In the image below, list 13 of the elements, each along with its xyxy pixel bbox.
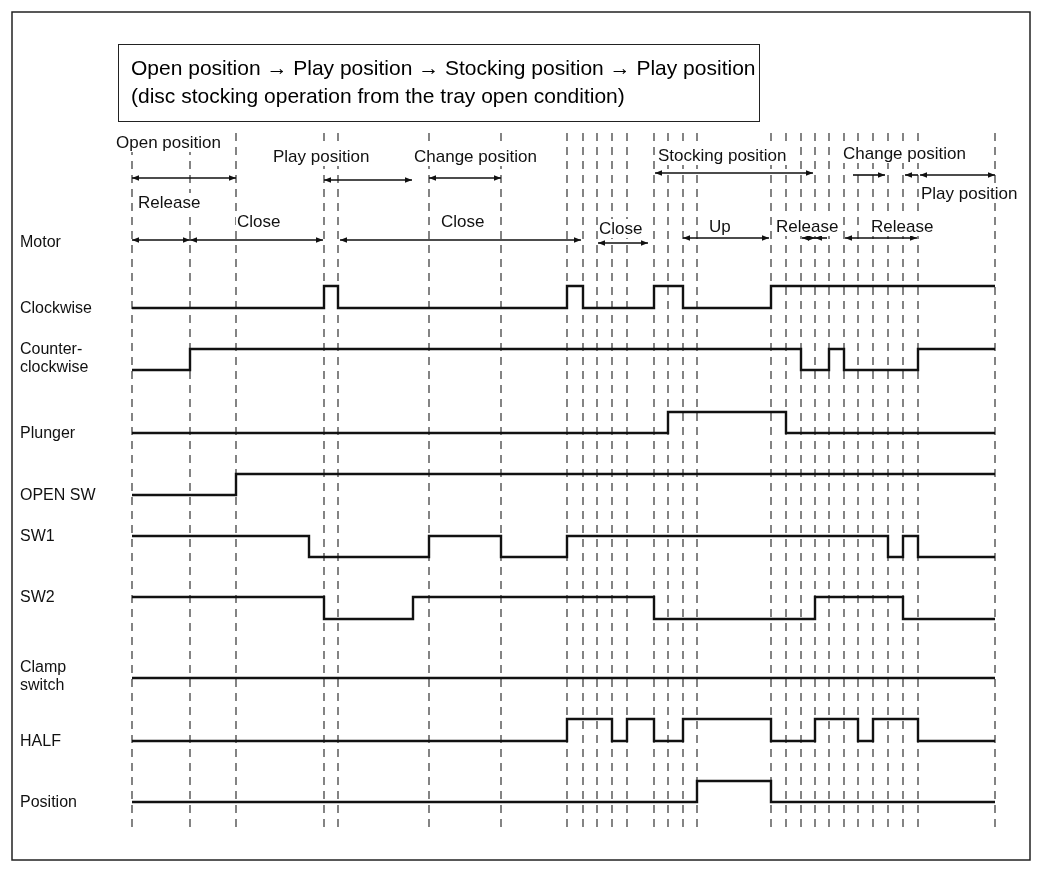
subtitle-text: (disc stocking operation from the tray open condition) [131,83,625,108]
phase-label: Release [137,193,202,212]
phase-label: Stocking position [657,146,788,165]
phase-label: Open position [115,133,222,152]
phase-label: Release [775,217,840,236]
phase-label: Close [598,219,644,238]
phase-label: Play position [272,147,371,166]
phase-label: Change position [413,147,538,166]
phase-label: Up [708,217,732,236]
title-text: Open position → Play position → Stocking position → Play position [131,55,756,80]
phase-label: Change position [842,144,967,163]
phase-label: Release [870,217,935,236]
phase-label: Play position [920,184,1019,203]
